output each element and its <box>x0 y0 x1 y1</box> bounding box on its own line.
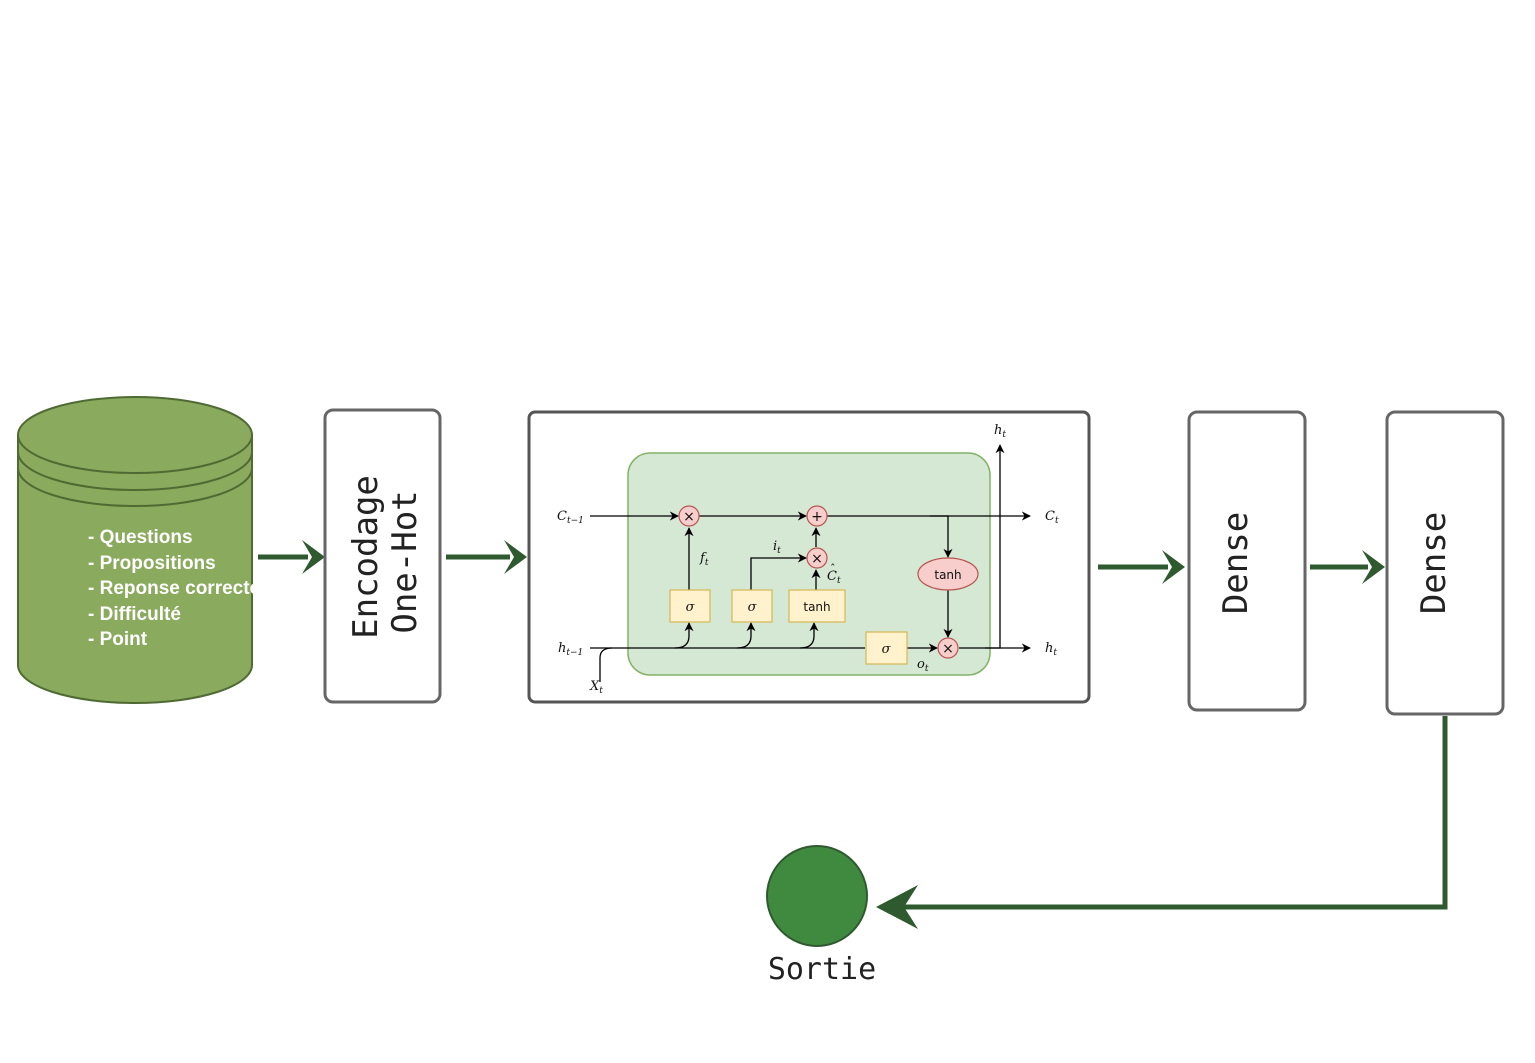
dense-1-label: Dense <box>1216 512 1256 614</box>
encoder-block: Encodage One-Hot <box>323 408 442 704</box>
flow-arrow-dense1-to-dense2 <box>1310 550 1385 584</box>
forget-gate <box>669 589 711 623</box>
output-gate <box>865 631 908 665</box>
svg-text:×: × <box>683 509 695 525</box>
label-i: it <box>773 539 781 556</box>
db-item-questions: - Questions <box>88 527 193 548</box>
label-o: ot <box>917 657 929 674</box>
label-h-out: ht <box>1045 641 1057 658</box>
output-label: Sortie <box>768 952 876 987</box>
label-h-top: ht <box>994 423 1006 440</box>
db-item-propositions: - Propositions <box>88 553 216 574</box>
label-c-prev: Ct−1 <box>557 509 584 526</box>
candidate-gate-tanh: tanh <box>803 600 830 614</box>
svg-text:×: × <box>811 551 823 567</box>
flow-arrow-dense2-to-output <box>876 716 1448 929</box>
multiply-forget-op <box>678 505 700 527</box>
dense-2-label: Dense <box>1414 512 1454 614</box>
flow-arrow-encoder-to-lstm <box>446 540 527 574</box>
label-f: ft <box>699 551 709 568</box>
label-h-prev: ht−1 <box>558 641 583 658</box>
tanh-ellipse-label: tanh <box>934 568 961 582</box>
c-hat-caret: ˆ <box>830 562 836 575</box>
candidate-gate <box>788 589 846 623</box>
label-x: Xt <box>589 679 603 696</box>
output-gate-sigma: σ <box>882 642 892 657</box>
lstm-block: σ σ tanh σ tanh × + × × Ct−1 ht−1 Xt Ct … <box>527 410 1091 704</box>
encoder-label-line2: One-Hot <box>385 490 425 633</box>
dense-block-1: Dense <box>1187 410 1307 712</box>
database-cylinder: - Questions - Propositions - Reponse cor… <box>17 396 260 704</box>
multiply-input-op <box>806 547 828 569</box>
flow-arrow-lstm-to-dense1 <box>1098 550 1185 584</box>
db-item-difficulte: - Difficulté <box>88 604 181 625</box>
tanh-ellipse <box>917 557 979 591</box>
forget-gate-sigma: σ <box>686 600 696 615</box>
db-item-reponse: - Reponse correcte <box>88 578 260 599</box>
label-c-out: Ct <box>1045 509 1059 526</box>
dense-block-2: Dense <box>1385 410 1505 716</box>
db-item-point: - Point <box>88 629 148 650</box>
input-gate-sigma: σ <box>748 600 758 615</box>
label-c-hat: Ct <box>827 569 841 586</box>
svg-text:×: × <box>942 641 954 657</box>
encoder-label-line1: Encodage <box>346 475 386 639</box>
flow-arrow-db-to-encoder <box>258 540 325 574</box>
svg-text:+: + <box>811 509 823 525</box>
output-node: Sortie <box>766 845 876 987</box>
input-gate <box>731 589 773 623</box>
add-op <box>806 505 828 527</box>
multiply-output-op <box>937 637 959 659</box>
